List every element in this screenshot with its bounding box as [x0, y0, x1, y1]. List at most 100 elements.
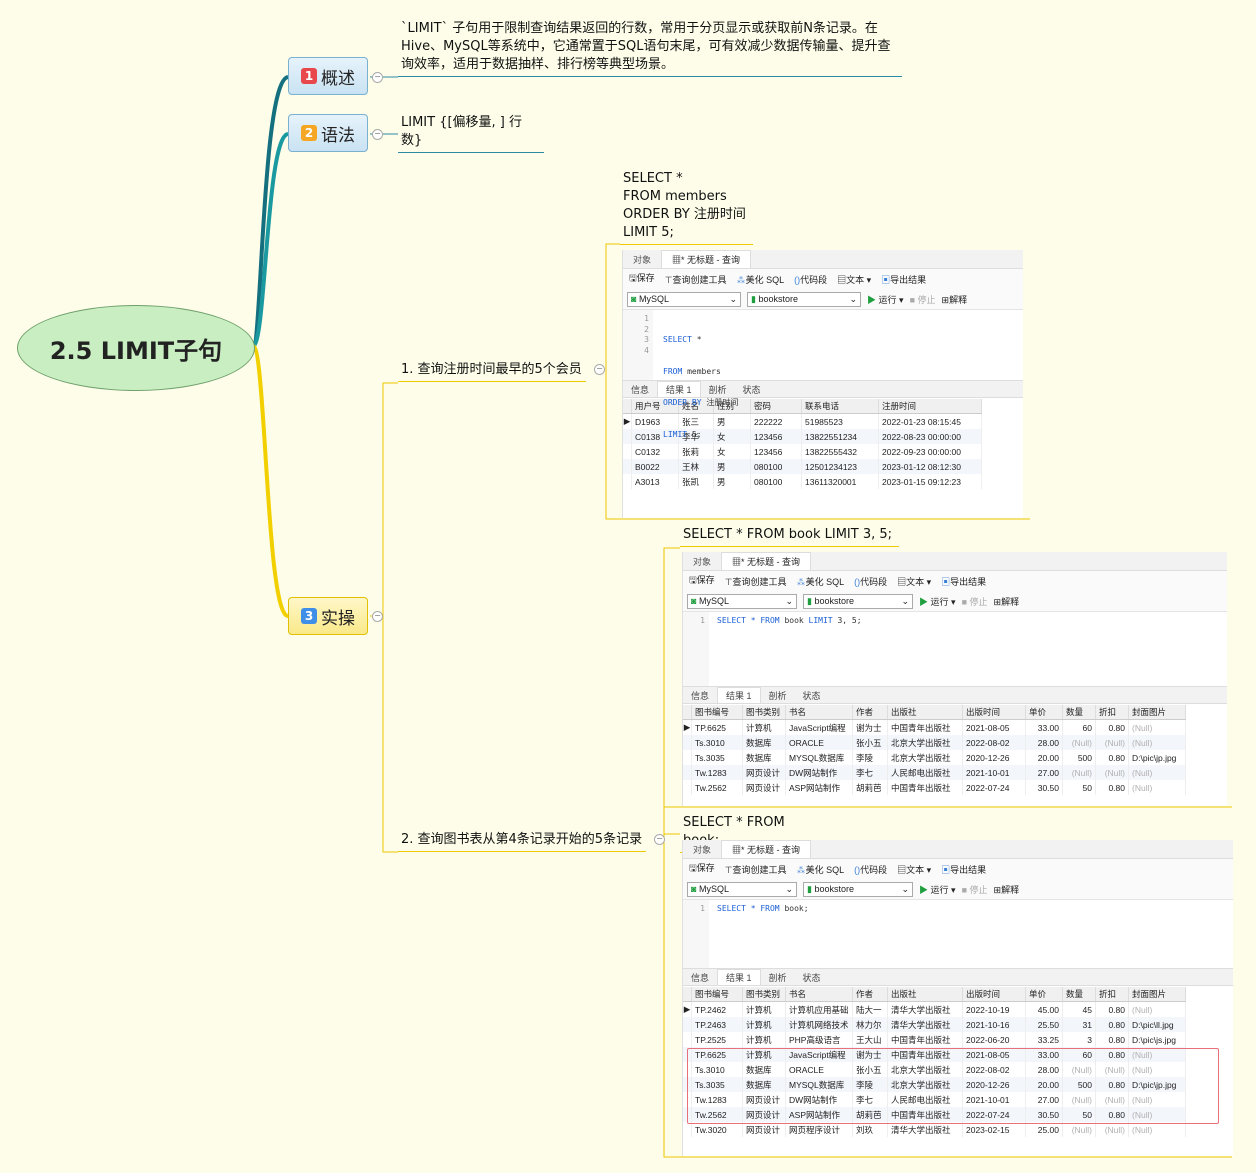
result-tab-status[interactable]: 状态	[802, 973, 821, 983]
table-cell[interactable]: 北京大学出版社	[887, 1062, 963, 1077]
topic-practice[interactable]: 3 实操	[288, 597, 368, 635]
column-header[interactable]: 出版时间	[962, 987, 1026, 1002]
table-cell[interactable]: 500	[1062, 750, 1096, 765]
table-cell[interactable]: C0132	[631, 444, 679, 459]
table-cell[interactable]: 27.00	[1025, 1092, 1063, 1107]
result-tab-status[interactable]: 状态	[802, 691, 821, 701]
connection-select[interactable]: ◙ MySQL⌄	[627, 291, 741, 307]
table-cell[interactable]: 45	[1062, 1001, 1096, 1017]
save-button[interactable]: 🖫保存	[689, 861, 715, 877]
table-cell[interactable]: 3	[1062, 1032, 1096, 1047]
table-cell[interactable]: 2022-10-19	[962, 1001, 1026, 1017]
save-button[interactable]: 🖫保存	[689, 573, 715, 589]
table-cell[interactable]: (Null)	[1128, 1062, 1186, 1077]
table-cell[interactable]: (Null)	[1128, 1122, 1186, 1137]
text-button[interactable]: ▤文本 ▾	[837, 274, 872, 285]
table-cell[interactable]: 张三	[678, 413, 714, 429]
table-cell[interactable]: Tw.2562	[691, 1107, 743, 1122]
table-cell[interactable]: JavaScript编程	[785, 719, 853, 735]
table-cell[interactable]: 45.00	[1025, 1001, 1063, 1017]
table-cell[interactable]: TP.2463	[691, 1017, 743, 1032]
table-cell[interactable]: 13822551234	[801, 429, 879, 444]
collapse-toggle-icon[interactable]: −	[654, 834, 665, 845]
table-cell[interactable]: ORACLE	[785, 1062, 853, 1077]
result-tab-result[interactable]: 结果 1	[717, 969, 761, 985]
table-cell[interactable]: 李陵	[852, 750, 888, 765]
table-cell[interactable]: (Null)	[1095, 1122, 1129, 1137]
table-cell[interactable]: 数据库	[742, 735, 786, 750]
topic-syntax[interactable]: 2 语法	[288, 114, 368, 152]
table-cell[interactable]: TP.6625	[691, 719, 743, 735]
database-select[interactable]: ▮ bookstore⌄	[803, 881, 913, 897]
table-cell[interactable]: TP.6625	[691, 1047, 743, 1062]
tab-object[interactable]: 对象	[693, 557, 712, 567]
table-cell[interactable]: 0.80	[1095, 719, 1129, 735]
column-header[interactable]: 性别	[713, 399, 751, 414]
connection-select[interactable]: ◙ MySQL⌄	[687, 881, 797, 897]
table-cell[interactable]: (Null)	[1062, 1062, 1096, 1077]
table-cell[interactable]: 2022-08-02	[962, 735, 1026, 750]
query-builder-button[interactable]: ⊤查询创建工具	[725, 863, 787, 876]
table-cell[interactable]: (Null)	[1128, 735, 1186, 750]
result-tab-info[interactable]: 信息	[691, 691, 710, 701]
column-header[interactable]: 作者	[852, 987, 888, 1002]
table-cell[interactable]: 2020-12-26	[962, 750, 1026, 765]
table-cell[interactable]: 女	[713, 429, 751, 444]
snippet-button[interactable]: ()代码段	[854, 575, 887, 588]
table-cell[interactable]: D1963	[631, 413, 679, 429]
table-cell[interactable]: 2023-01-12 08:12:30	[878, 459, 982, 474]
export-button[interactable]: ▣导出结果	[941, 863, 986, 876]
table-cell[interactable]: 谢为士	[852, 1047, 888, 1062]
table-cell[interactable]: 网页设计	[742, 1092, 786, 1107]
table-cell[interactable]: MYSQL数据库	[785, 750, 853, 765]
table-cell[interactable]: (Null)	[1062, 765, 1096, 780]
run-button[interactable]: ▶ 运行 ▾	[919, 884, 956, 895]
column-header[interactable]: 数量	[1062, 987, 1096, 1002]
table-cell[interactable]: 33.00	[1025, 1047, 1063, 1062]
table-cell[interactable]: 2021-10-01	[962, 765, 1026, 780]
table-cell[interactable]: D:\pic\jp.jpg	[1128, 1077, 1186, 1092]
table-cell[interactable]: 20.00	[1025, 1077, 1063, 1092]
table-cell[interactable]: 2022-06-20	[962, 1032, 1026, 1047]
table-cell[interactable]: (Null)	[1095, 1062, 1129, 1077]
column-header[interactable]: 书名	[785, 705, 853, 720]
table-cell[interactable]: (Null)	[1128, 1107, 1186, 1122]
beautify-button[interactable]: ⁂美化 SQL	[737, 273, 785, 286]
table-cell[interactable]: 13822555432	[801, 444, 879, 459]
topic-overview[interactable]: 1 概述	[288, 57, 368, 95]
column-header[interactable]: 图书类别	[742, 987, 786, 1002]
column-header[interactable]: 单价	[1025, 705, 1063, 720]
column-header[interactable]: 姓名	[678, 399, 714, 414]
collapse-toggle-icon[interactable]: −	[372, 611, 383, 622]
explain-button[interactable]: ⊞解释	[994, 595, 1020, 608]
table-cell[interactable]: 计算机	[742, 719, 786, 735]
column-header[interactable]: 书名	[785, 987, 853, 1002]
table-cell[interactable]: 500	[1062, 1077, 1096, 1092]
table-cell[interactable]: 北京大学出版社	[887, 735, 963, 750]
explain-button[interactable]: ⊞解释	[994, 883, 1020, 896]
table-cell[interactable]: 123456	[750, 444, 802, 459]
table-cell[interactable]: (Null)	[1062, 1122, 1096, 1137]
run-button[interactable]: ▶ 运行 ▾	[867, 294, 904, 305]
table-cell[interactable]: 陆大一	[852, 1001, 888, 1017]
root-topic[interactable]: 2.5 LIMIT子句	[17, 305, 255, 391]
table-cell[interactable]: 20.00	[1025, 750, 1063, 765]
save-button[interactable]: 🖫保存	[629, 271, 655, 287]
table-cell[interactable]: 清华大学出版社	[887, 1017, 963, 1032]
tab-query[interactable]: ▦* 无标题 - 查询	[721, 840, 812, 858]
column-header[interactable]: 图书编号	[691, 987, 743, 1002]
table-cell[interactable]: 0.80	[1095, 1032, 1129, 1047]
column-header[interactable]: 出版社	[887, 987, 963, 1002]
sql-editor[interactable]: 1 SELECT * FROM book;	[683, 900, 1233, 968]
query-builder-button[interactable]: ⊤查询创建工具	[665, 273, 727, 286]
table-cell[interactable]: 2023-02-15	[962, 1122, 1026, 1137]
table-cell[interactable]: 网页设计	[742, 1122, 786, 1137]
table-cell[interactable]: Ts.3035	[691, 750, 743, 765]
table-cell[interactable]: Tw.1283	[691, 1092, 743, 1107]
